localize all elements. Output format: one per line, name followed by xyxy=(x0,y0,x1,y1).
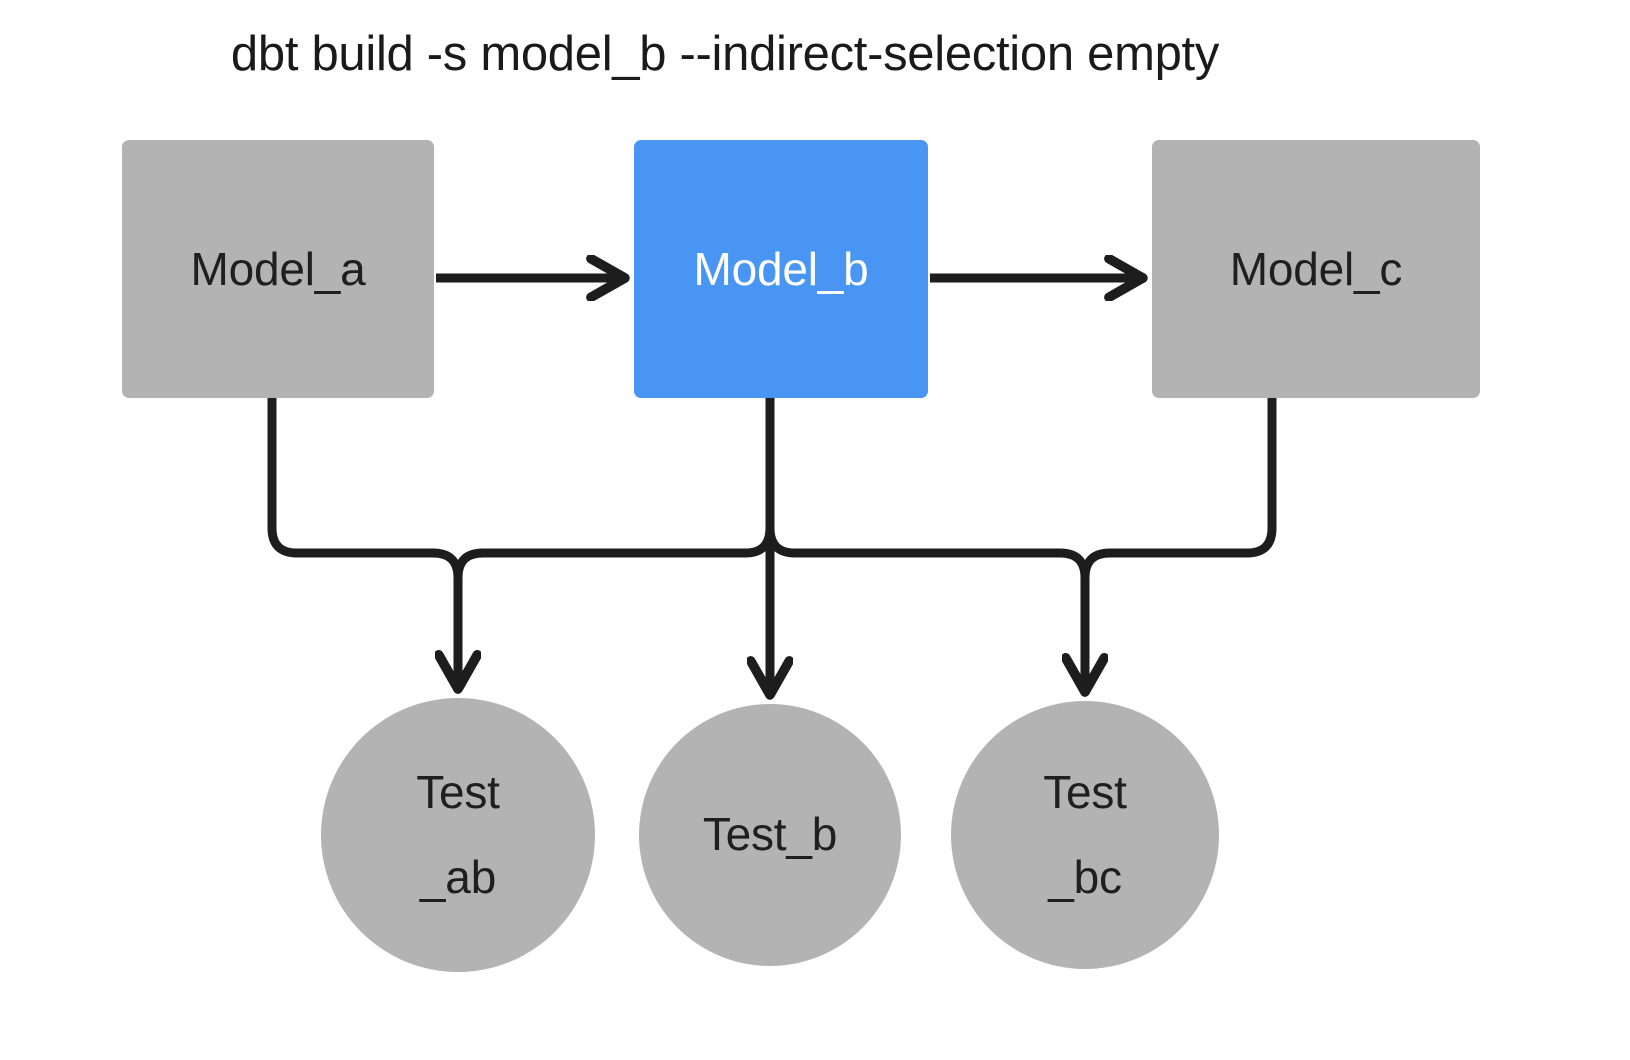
edge-model-a-to-test-ab xyxy=(267,398,458,688)
node-test-bc-label-line-2: _bc xyxy=(1048,851,1122,903)
node-test-ab[interactable]: Test _ab xyxy=(321,698,595,972)
node-model-a[interactable]: Model_a xyxy=(122,140,434,398)
node-test-ab-label-line-2: _ab xyxy=(419,851,497,903)
node-test-b-label-line-1: Test_b xyxy=(702,808,838,861)
node-model-b-label: Model_b xyxy=(693,243,869,295)
node-model-c[interactable]: Model_c xyxy=(1152,140,1480,398)
node-test-bc[interactable]: Test _bc xyxy=(951,701,1219,969)
node-test-b[interactable]: Test_b xyxy=(639,704,901,966)
diagram-title: dbt build -s model_b --indirect-selectio… xyxy=(230,27,1220,81)
node-model-c-label: Model_c xyxy=(1229,243,1403,295)
node-model-a-label: Model_a xyxy=(190,243,366,295)
edge-model-b-to-test-bc xyxy=(765,398,1085,691)
node-test-ab-label-line-1: Test xyxy=(416,765,500,818)
node-test-bc-label-line-1: Test xyxy=(1043,765,1127,818)
edge-model-b-to-test-ab xyxy=(458,398,775,688)
node-model-b[interactable]: Model_b xyxy=(634,140,928,398)
edge-model-c-to-test-bc xyxy=(1085,398,1277,691)
